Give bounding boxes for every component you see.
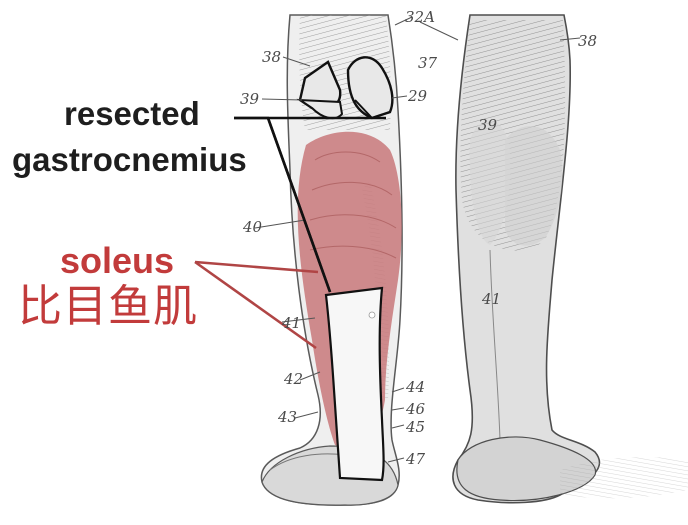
ref-number: 38 xyxy=(578,34,597,49)
ref-number: 44 xyxy=(406,380,425,395)
ref-number: 45 xyxy=(406,420,425,435)
soleus-chinese-label: 比目鱼肌 xyxy=(18,285,198,329)
resected-label-line2: gastrocnemius xyxy=(12,143,247,176)
ref-number: 39 xyxy=(240,92,259,107)
ref-number: 37 xyxy=(418,56,437,71)
ref-number: 41 xyxy=(282,316,301,331)
ref-number: 41 xyxy=(482,292,501,307)
ref-number: 29 xyxy=(408,89,427,104)
soleus-label: soleus xyxy=(60,243,174,279)
left-leg xyxy=(255,15,412,505)
ref-number: 47 xyxy=(406,452,425,467)
right-leg xyxy=(420,15,600,503)
ref-number: 42 xyxy=(284,372,303,387)
ref-number: 32A xyxy=(405,10,435,25)
ref-number: 39 xyxy=(478,118,497,133)
ref-number: 43 xyxy=(278,410,297,425)
ref-number: 46 xyxy=(406,402,425,417)
ref-number: 38 xyxy=(262,50,281,65)
tendon-dot xyxy=(369,312,375,318)
resected-label-line1: resected xyxy=(64,97,200,130)
ref-number: 40 xyxy=(243,220,262,235)
